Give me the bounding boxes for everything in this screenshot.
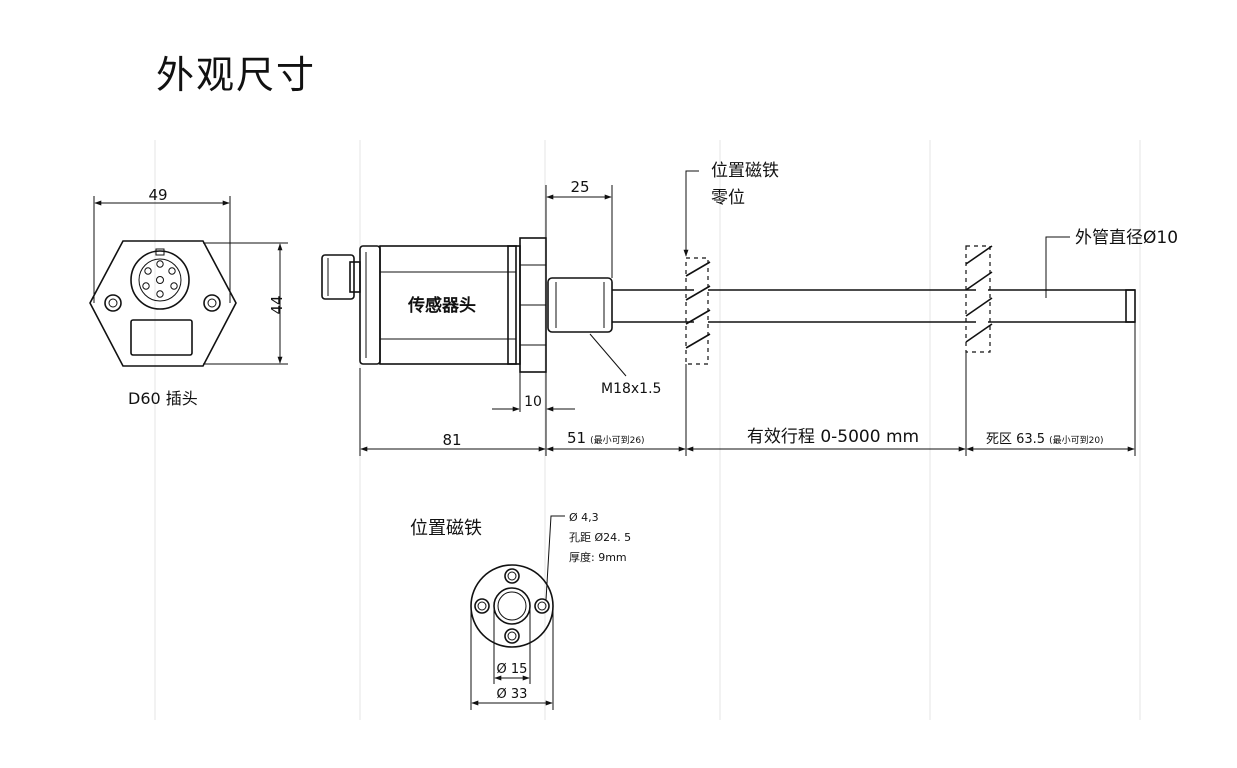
dim-null-note: (最小可到26) (590, 434, 644, 446)
magnet-zero-label-2: 零位 (711, 188, 745, 208)
magnet-view (470, 515, 565, 710)
dim-top-label: 25 (570, 178, 589, 196)
sensor-side-view (321, 170, 1136, 456)
plug-front-view (89, 196, 288, 367)
magnet-pitch-spec: 孔距 Ø24. 5 (569, 531, 631, 544)
dim-small-label: 10 (524, 394, 542, 410)
background-guides (154, 140, 1141, 720)
page-title: 外观尺寸 (156, 53, 317, 97)
magnet-label: 位置磁铁 (410, 518, 482, 539)
sensor-head-label: 传感器头 (407, 295, 476, 316)
dead-zone-label: 死区 63.5 (最小可到20) (986, 432, 1104, 447)
dead-zone-note: (最小可到20) (1049, 434, 1103, 446)
plug-width-label: 49 (148, 186, 167, 204)
magnet-hole-spec: Ø 4,3 (569, 511, 599, 524)
magnet-thickness-spec: 厚度: 9mm (569, 550, 627, 564)
dim-null-value: 51 (567, 429, 586, 447)
magnet-outer-dia: Ø 33 (497, 687, 528, 702)
stroke-label: 有效行程 0-5000 mm (747, 427, 919, 447)
plug-label: D60 插头 (128, 389, 198, 408)
magnet-zero-label-1: 位置磁铁 (711, 161, 779, 181)
dim-head-label: 81 (442, 431, 461, 449)
dead-zone-value: 死区 63.5 (986, 432, 1045, 447)
tube-label: 外管直径Ø10 (1075, 228, 1178, 248)
dim-null-label: 51 (最小可到26) (567, 429, 645, 447)
magnet-inner-dia: Ø 15 (497, 662, 528, 677)
thread-label: M18x1.5 (601, 381, 661, 397)
plug-height-label: 44 (268, 295, 286, 314)
